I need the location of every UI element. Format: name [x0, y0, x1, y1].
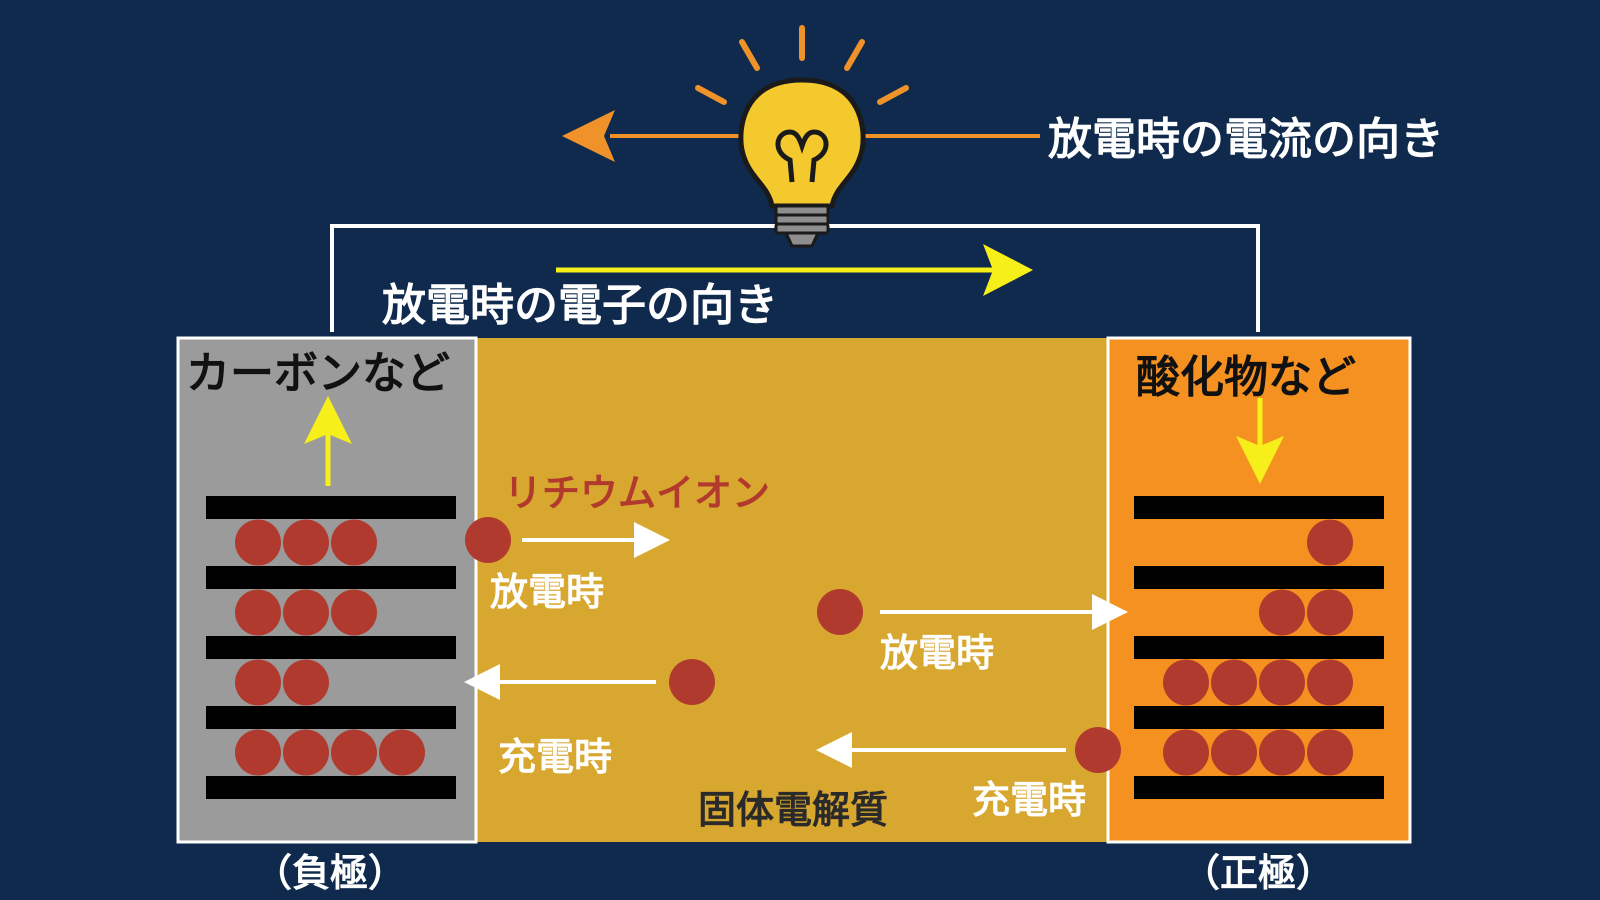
anode-ion: [283, 659, 329, 706]
cathode-ion: [1259, 729, 1305, 776]
current-direction-label: 放電時の電流の向き: [1048, 114, 1444, 165]
anode-ion: [331, 729, 377, 776]
electrode-plates: [206, 496, 1384, 799]
anode-ion: [283, 729, 329, 776]
discharge-arrow-2-head: [1092, 594, 1128, 630]
electron-direction-label: 放電時の電子の向き: [382, 280, 778, 331]
anode-plate: [206, 776, 456, 799]
current-arrow-head: [562, 110, 615, 162]
cathode-ion: [1259, 659, 1305, 706]
cathode-ion: [1163, 729, 1209, 776]
anode-plate: [206, 636, 456, 659]
cathode-ion: [1211, 729, 1257, 776]
charge-arrow-2-head: [816, 732, 852, 768]
discharge-label-middle: 放電時: [880, 631, 994, 675]
anode-ion: [235, 659, 281, 706]
cathode-ion: [1211, 659, 1257, 706]
discharge-label-anode: 放電時: [490, 570, 604, 614]
electrode-ions: [235, 519, 1353, 776]
electrolyte-label: 固体電解質: [698, 788, 888, 832]
cathode-ion: [1163, 659, 1209, 706]
cathode-ion: [1307, 729, 1353, 776]
charge-label-left: 充電時: [498, 735, 612, 779]
ion-discharge-anode: [465, 517, 511, 563]
cathode-plate: [1134, 776, 1384, 799]
anode-plate: [206, 496, 456, 519]
anode-ion: [235, 589, 281, 636]
anode-label: （負極）: [254, 851, 406, 895]
cathode-plate: [1134, 706, 1384, 729]
cathode-plate: [1134, 496, 1384, 519]
cathode-material-label: 酸化物など: [1136, 352, 1356, 403]
ion-charge-right: [1075, 727, 1121, 773]
light-bulb-icon: [695, 25, 909, 248]
anode-plate: [206, 706, 456, 729]
cathode-plate: [1134, 636, 1384, 659]
cathode-ion: [1307, 659, 1353, 706]
charge-label-right: 充電時: [972, 778, 1086, 822]
cathode-electron-arrow-head: [1236, 436, 1284, 484]
charge-arrow-1-head: [464, 664, 500, 700]
anode-ion: [235, 729, 281, 776]
anode-ion: [235, 519, 281, 566]
lithium-ion-label: リチウムイオン: [504, 471, 770, 515]
cathode-ion: [1259, 589, 1305, 636]
anode-ion: [379, 729, 425, 776]
anode-ion: [283, 519, 329, 566]
anode-material-label: カーボンなど: [186, 348, 450, 399]
cathode-ion: [1307, 519, 1353, 566]
cathode-label: （正極）: [1182, 851, 1334, 895]
anode-electron-arrow-head: [304, 396, 352, 444]
ion-charge-left: [669, 659, 715, 705]
anode-ion: [283, 589, 329, 636]
cathode-ion: [1307, 589, 1353, 636]
anode-ion: [331, 589, 377, 636]
anode-ion: [331, 519, 377, 566]
cathode-plate: [1134, 566, 1384, 589]
anode-plate: [206, 566, 456, 589]
ion-discharge-middle: [817, 589, 863, 635]
discharge-arrow-1-head: [634, 522, 670, 558]
electron-arrow-head: [983, 244, 1033, 296]
